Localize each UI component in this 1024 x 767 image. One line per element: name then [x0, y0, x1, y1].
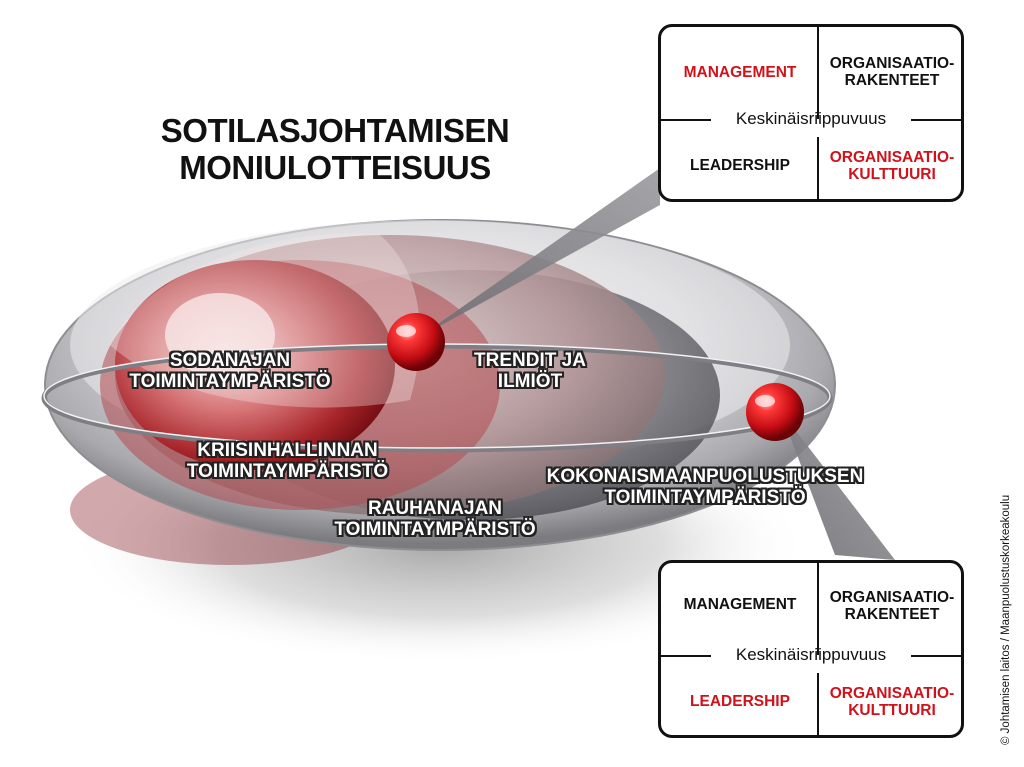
label-crisis-line-2: TOIMINTAYMPÄRISTÖ — [186, 461, 389, 482]
box-bottom-line-left — [661, 655, 711, 657]
label-trends-line-2: ILMIÖT — [497, 371, 563, 392]
label-total-defence-line-1: KOKONAISMAANPUOLUSTUKSEN — [546, 466, 864, 487]
box-top-organisation-culture: ORGANISAATIO- KULTTUURI — [817, 149, 967, 183]
sphere-bottom-shine — [755, 395, 775, 407]
diagram-title: SOTILASJOHTAMISEN MONIULOTTEISUUS — [150, 112, 520, 186]
label-peacetime-line-2: TOIMINTAYMPÄRISTÖ — [334, 519, 536, 540]
box-bottom-management: MANAGEMENT — [683, 596, 797, 613]
label-wartime-line-1: SODANAJAN — [169, 350, 291, 371]
callout-box-top: MANAGEMENT ORGANISAATIO- RAKENTEET Keski… — [658, 24, 964, 202]
title-line-2: MONIULOTTEISUUS — [179, 149, 491, 186]
box-bottom-culture-line-2: KULTTUURI — [848, 702, 936, 719]
box-top-leadership: LEADERSHIP — [690, 157, 790, 174]
sphere-top — [387, 313, 445, 371]
box-top-structures-line-2: RAKENTEET — [844, 72, 940, 89]
callout-box-bottom: MANAGEMENT ORGANISAATIO- RAKENTEET Keski… — [658, 560, 964, 738]
box-top-structures-line-1: ORGANISAATIO- — [829, 55, 955, 72]
box-bottom-organisation-culture: ORGANISAATIO- KULTTUURI — [817, 685, 967, 719]
label-total-defence-environment: KOKONAISMAANPUOLUSTUKSEN TOIMINTAYMPÄRIS… — [530, 466, 880, 508]
box-top-line-right — [911, 119, 961, 121]
label-crisis-environment: KRIISINHALLINNAN TOIMINTAYMPÄRISTÖ — [165, 440, 410, 482]
sphere-top-shine — [396, 325, 416, 337]
label-wartime-line-2: TOIMINTAYMPÄRISTÖ — [129, 371, 331, 392]
callout-beam-top — [418, 168, 660, 338]
box-top-culture-line-2: KULTTUURI — [848, 166, 936, 183]
label-total-defence-line-2: TOIMINTAYMPÄRISTÖ — [604, 487, 806, 508]
region-trends — [110, 233, 420, 408]
title-line-1: SOTILASJOHTAMISEN — [160, 112, 510, 149]
box-top-line-left — [661, 119, 711, 121]
box-bottom-structures-line-1: ORGANISAATIO- — [829, 589, 955, 606]
box-top-divider-lower — [817, 137, 819, 199]
label-crisis-line-1: KRIISINHALLINNAN — [197, 440, 378, 461]
box-bottom-divider-lower — [817, 673, 819, 735]
label-trends-line-1: TRENDIT JA — [474, 350, 586, 371]
box-top-organisation-structures: ORGANISAATIO- RAKENTEET — [817, 55, 967, 89]
box-top-culture-line-1: ORGANISAATIO- — [829, 149, 955, 166]
box-bottom-leadership: LEADERSHIP — [690, 693, 790, 710]
box-bottom-structures-line-2: RAKENTEET — [844, 606, 940, 623]
box-top-management: MANAGEMENT — [683, 64, 797, 81]
box-bottom-culture-line-1: ORGANISAATIO- — [829, 685, 955, 702]
box-top-interdependence: Keskinäisriippuvuus — [735, 109, 887, 128]
label-peacetime-line-1: RAUHANAJAN — [367, 498, 503, 519]
box-bottom-interdependence: Keskinäisriippuvuus — [735, 645, 887, 664]
label-wartime-environment: SODANAJAN TOIMINTAYMPÄRISTÖ — [110, 350, 350, 392]
callout-beam-bottom — [780, 410, 895, 560]
sphere-bottom — [746, 383, 804, 441]
label-peacetime-environment: RAUHANAJAN TOIMINTAYMPÄRISTÖ — [315, 498, 555, 540]
box-bottom-divider-upper — [817, 563, 819, 655]
label-trends: TRENDIT JA ILMIÖT — [455, 350, 605, 392]
box-bottom-organisation-structures: ORGANISAATIO- RAKENTEET — [817, 589, 967, 623]
box-bottom-line-right — [911, 655, 961, 657]
copyright-notice: © Johtamisen laitos / Maanpuolustuskorke… — [1000, 494, 1012, 745]
box-top-divider-upper — [817, 27, 819, 119]
